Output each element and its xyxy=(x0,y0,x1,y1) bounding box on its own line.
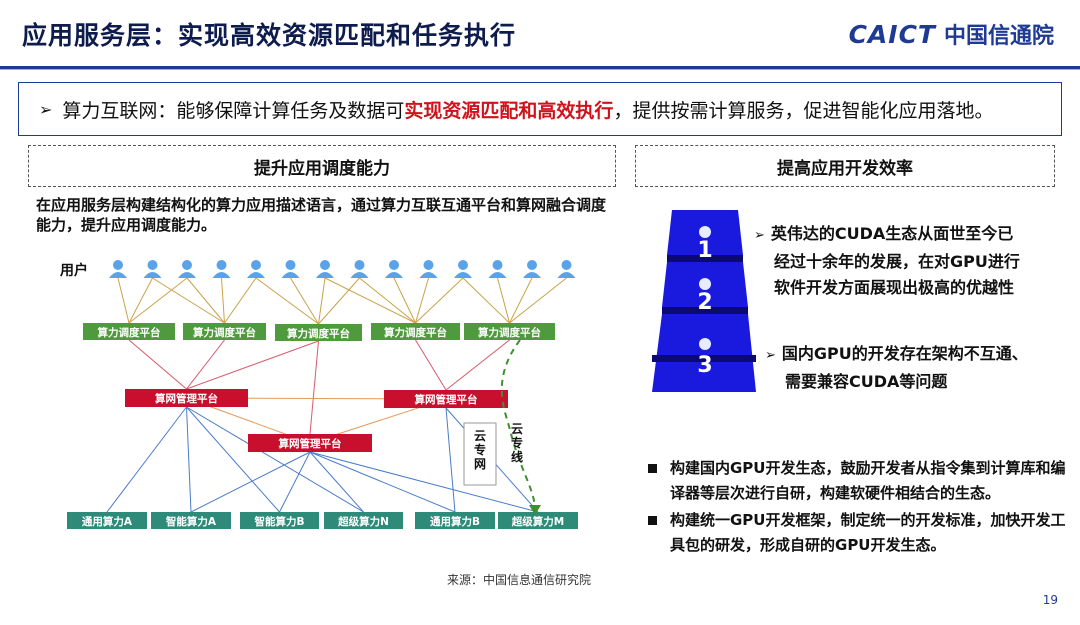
tier-1-label: 1 xyxy=(697,238,712,263)
banner-text-before: 算力互联网：能够保障计算任务及数据可 xyxy=(62,99,405,122)
square-bullet-icon xyxy=(648,464,657,473)
tier-3-bulb-icon xyxy=(699,338,711,350)
user-icon xyxy=(557,260,576,278)
compute-node-box xyxy=(67,512,147,529)
scheduling-platform-box xyxy=(275,324,362,341)
management-platform-label: 算网管理平台 xyxy=(155,392,218,405)
user-icon xyxy=(350,260,369,278)
banner-bullet-icon: ➢ xyxy=(39,99,53,119)
banner-text-after: ，提供按需计算服务，促进智能化应用落地。 xyxy=(613,99,994,122)
tier-3-label: 3 xyxy=(697,353,712,378)
scheduling-platform-box xyxy=(371,323,460,340)
right-section-heading: 提高应用开发效率 xyxy=(635,145,1055,187)
user-icons xyxy=(109,260,576,278)
page-title: 应用服务层：实现高效资源匹配和任务执行 xyxy=(22,21,517,50)
tier-3-band xyxy=(652,355,756,362)
cloud-net-box xyxy=(463,422,497,486)
scheduling-platform-label: 算力调度平台 xyxy=(287,327,350,340)
scheduling-platform-label: 算力调度平台 xyxy=(98,326,161,339)
cuda-point-line-1: 英伟达的CUDA生态从面世至今已 xyxy=(770,224,1014,243)
tier-2-bulb-icon xyxy=(699,278,711,290)
management-platform-box xyxy=(384,390,508,408)
tier-1-shadow xyxy=(667,255,743,262)
tier-stack: 1 2 3 xyxy=(652,210,756,392)
logo-latin-text: CAICT xyxy=(848,19,936,49)
page-number: 19 xyxy=(1042,593,1058,607)
users-label: 用户 xyxy=(60,262,88,279)
management-platforms: 算网管理平台算网管理平台算网管理平台 xyxy=(125,389,508,452)
banner-text-highlight: 实现资源匹配和高效执行 xyxy=(404,99,614,122)
scheduling-platform-box xyxy=(464,323,555,340)
scheduling-platform-label: 算力调度平台 xyxy=(478,326,541,339)
cloud-net-label: 云专网 xyxy=(474,429,486,471)
cuda-point-line-2: 经过十余年的发展，在对GPU进行 xyxy=(774,252,1020,271)
compute-node-label: 超级算力N xyxy=(337,515,389,528)
arrow-bullet-icon: ➢ xyxy=(765,348,776,363)
user-icon xyxy=(212,260,231,278)
cuda-point-line-3: 软件开发方面展现出极高的优越性 xyxy=(774,278,1015,297)
user-icon xyxy=(178,260,196,278)
user-icon xyxy=(523,260,541,278)
cloud-line-label: 云专线 xyxy=(511,422,523,464)
list-item-text: 构建统一GPU开发框架，制定统一的开发标准，加快开发工具包的研发，形成自研的GP… xyxy=(670,511,1066,554)
tier-1-bulb-icon xyxy=(699,226,711,238)
domestic-gpu-point: ➢ 国内GPU的开发存在架构不互通、 需要兼容CUDA等问题 xyxy=(765,341,1065,395)
header-divider xyxy=(0,66,1080,69)
scheduling-platform-box xyxy=(183,323,266,340)
compute-node-label: 智能算力B xyxy=(253,515,304,528)
scheduling-platforms: 算力调度平台 算力调度平台 算力调度平台 算力调度平台 算力调度平台 xyxy=(83,323,555,341)
user-icon xyxy=(109,260,127,278)
compute-node-box xyxy=(415,512,495,529)
diagram-links xyxy=(106,277,567,513)
cloud-dedicated-line-path xyxy=(500,339,536,511)
compute-node-box xyxy=(240,512,319,529)
cloud-line-arrow-icon xyxy=(529,505,541,515)
source-note: 来源：中国信息通信研究院 xyxy=(447,573,592,587)
compute-node-box xyxy=(324,512,403,529)
caict-logo: CAICT 中国信通院 xyxy=(849,18,1054,50)
management-platform-box xyxy=(125,389,248,407)
compute-node-label: 超级算力M xyxy=(511,515,564,528)
summary-banner: ➢ 算力互联网：能够保障计算任务及数据可实现资源匹配和高效执行，提供按需计算服务… xyxy=(18,82,1062,136)
user-icon xyxy=(419,260,438,278)
list-item: 构建统一GPU开发框架，制定统一的开发标准，加快开发工具包的研发，形成自研的GP… xyxy=(648,508,1068,558)
gpu-point-line-2: 需要兼容CUDA等问题 xyxy=(785,372,948,391)
gpu-point-line-1: 国内GPU的开发存在架构不互通、 xyxy=(781,344,1028,363)
user-icon xyxy=(143,260,162,278)
management-platform-label: 算网管理平台 xyxy=(279,437,342,450)
compute-nodes: 通用算力A 智能算力A 智能算力B 超级算力N 通用算力B 超级算力M xyxy=(67,512,578,529)
logo-cn-text: 中国信通院 xyxy=(943,24,1054,49)
scheduling-platform-box xyxy=(83,323,175,340)
left-description: 在应用服务层构建结构化的算力应用描述语言，通过算力互联互通平台和算网融合调度能力… xyxy=(36,196,607,234)
arrow-bullet-icon: ➢ xyxy=(754,228,765,243)
user-icon xyxy=(247,260,265,278)
compute-node-box xyxy=(151,512,231,529)
list-item-text: 构建国内GPU开发生态，鼓励开发者从指令集到计算库和编译器等层次进行自研，构建软… xyxy=(670,459,1066,502)
user-icon xyxy=(316,260,334,278)
tier-2-label: 2 xyxy=(697,290,712,315)
user-icon xyxy=(488,260,507,278)
scheduling-platform-label: 算力调度平台 xyxy=(384,326,447,339)
management-platform-label: 算网管理平台 xyxy=(415,393,478,406)
compute-node-box xyxy=(498,512,578,529)
compute-node-label: 通用算力B xyxy=(430,515,480,528)
compute-node-label: 智能算力A xyxy=(165,515,217,528)
list-item: 构建国内GPU开发生态，鼓励开发者从指令集到计算库和编译器等层次进行自研，构建软… xyxy=(648,456,1068,506)
square-bullet-list: 构建国内GPU开发生态，鼓励开发者从指令集到计算库和编译器等层次进行自研，构建软… xyxy=(648,456,1068,560)
user-icon xyxy=(385,260,403,278)
left-section-heading: 提升应用调度能力 xyxy=(28,145,616,187)
user-icon xyxy=(281,260,300,278)
scheduling-platform-label: 算力调度平台 xyxy=(193,326,256,339)
square-bullet-icon xyxy=(648,516,657,525)
tier-2-shadow xyxy=(662,307,748,314)
user-icon xyxy=(454,260,472,278)
tier-3-shape xyxy=(652,314,756,392)
compute-node-label: 通用算力A xyxy=(82,515,133,528)
cuda-point: ➢ 英伟达的CUDA生态从面世至今已 经过十余年的发展，在对GPU进行 软件开发方… xyxy=(754,221,1064,301)
header-divider-thin xyxy=(0,69,1080,70)
management-platform-box xyxy=(248,434,372,452)
